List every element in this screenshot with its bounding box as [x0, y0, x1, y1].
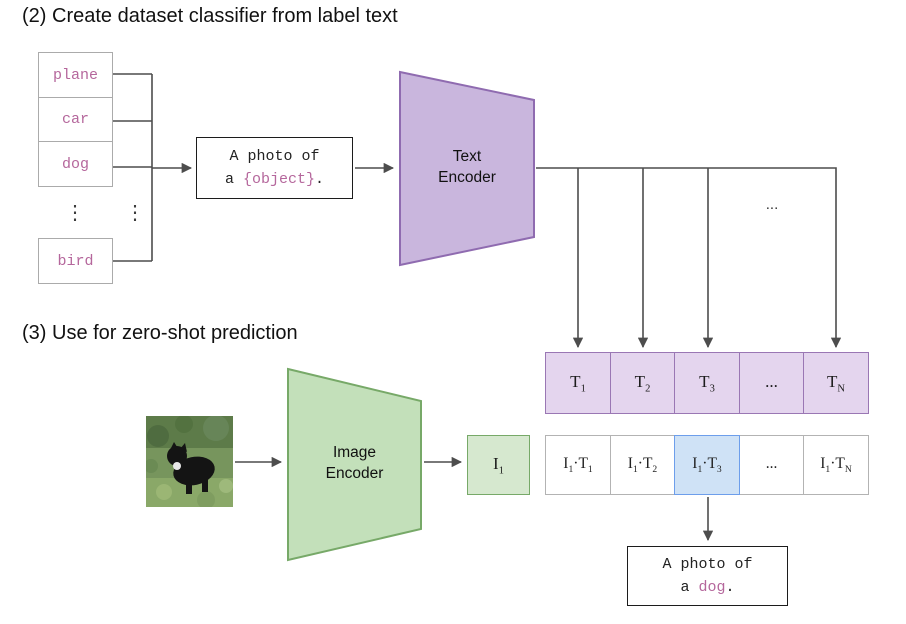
prediction-box: A photo of a dog.: [627, 546, 788, 606]
prediction-line1: A photo of: [662, 555, 753, 573]
predicted-label: dog: [698, 578, 726, 596]
similarity-cell-n: I1·TN: [803, 435, 869, 495]
t-cell-ellipsis: ...: [738, 352, 805, 414]
prompt-line1: A photo of: [229, 147, 320, 165]
similarity-cell-3-selected: I1·T3: [674, 435, 740, 495]
image-embedding-box: I1: [467, 435, 530, 495]
label-dog: dog: [61, 155, 89, 173]
label-box-car: car: [38, 96, 113, 143]
prediction-line2: a dog.: [680, 578, 735, 596]
arrows-ellipsis: ...: [765, 196, 779, 213]
similarity-cell-2: I1·T2: [609, 435, 676, 495]
t-cell-3: T3: [674, 352, 740, 414]
object-token: {object}: [242, 170, 315, 188]
text-encoder-shape: [399, 70, 535, 267]
image-encoder-shape: [287, 367, 422, 562]
similarity-row: I1·T1 I1·T2 I1·T3 ... I1·TN: [545, 435, 869, 495]
text-embedding-row: T1 T2 T3 ... TN: [545, 352, 869, 414]
label-column: plane car dog: [38, 52, 113, 187]
section3-title: (3) Use for zero-shot prediction: [22, 322, 298, 344]
prompt-box: A photo of a {object}.: [196, 137, 353, 199]
similarity-cell-1: I1·T1: [545, 435, 611, 495]
t-cell-1: T1: [545, 352, 611, 414]
label-ellipsis-left: ⋮: [65, 202, 85, 224]
t-cell-2: T2: [609, 352, 676, 414]
dog-photo: [146, 416, 233, 507]
label-box-bird: bird: [38, 238, 113, 284]
label-bird: bird: [57, 252, 94, 270]
section2-title: (2) Create dataset classifier from label…: [22, 5, 398, 27]
prompt-line2: a {object}.: [224, 170, 325, 188]
label-box-dog: dog: [38, 141, 113, 187]
label-plane: plane: [52, 66, 98, 84]
t-cell-n: TN: [803, 352, 869, 414]
label-ellipsis-right: ⋮: [125, 202, 145, 224]
similarity-cell-ellipsis: ...: [738, 435, 805, 495]
label-car: car: [61, 111, 89, 128]
label-box-plane: plane: [38, 52, 113, 98]
